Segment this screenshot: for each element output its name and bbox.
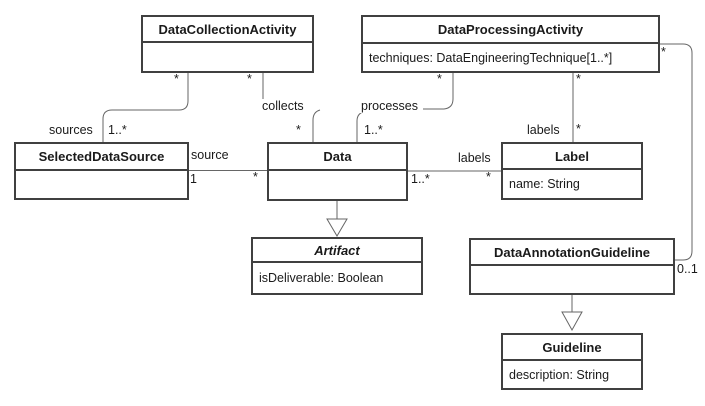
- multiplicity-collects-tgt: *: [296, 123, 301, 137]
- class-label[interactable]: Label name: String: [501, 142, 643, 200]
- edge-label-source: source: [189, 148, 231, 162]
- class-attributes-empty: [143, 43, 312, 71]
- class-attributes-empty: [269, 171, 406, 199]
- attribute-description: description: String: [509, 367, 610, 382]
- class-title: Label: [503, 144, 641, 170]
- multiplicity-labels-vertical-src: *: [576, 72, 581, 86]
- multiplicity-collects-src: *: [247, 72, 252, 86]
- edge-label-labels-vertical: labels: [525, 123, 562, 137]
- connector-lines: [102, 43, 693, 312]
- multiplicity-labels-data: 1..*: [411, 172, 430, 186]
- generalization-triangle-guideline: [561, 311, 583, 332]
- multiplicity-source-data: *: [253, 170, 258, 184]
- class-attributes-empty: [471, 266, 673, 293]
- multiplicity-labels-vertical-tgt: *: [576, 122, 581, 136]
- edge-sources: [102, 73, 189, 142]
- class-guideline[interactable]: Guideline description: String: [501, 333, 643, 390]
- class-title: Data: [269, 144, 406, 171]
- attribute-name: name: String: [509, 177, 580, 191]
- class-title: DataProcessingActivity: [363, 17, 658, 44]
- edge-label-sources: sources: [47, 123, 95, 137]
- class-title: DataCollectionActivity: [143, 17, 312, 43]
- class-selected-data-source[interactable]: SelectedDataSource: [14, 142, 189, 200]
- class-attributes: isDeliverable: Boolean: [253, 263, 421, 293]
- attribute-is-deliverable: isDeliverable: Boolean: [259, 271, 384, 285]
- class-title: DataAnnotationGuideline: [471, 240, 673, 266]
- edge-label-labels-horizontal: labels: [456, 151, 493, 165]
- multiplicity-sources-src: *: [174, 72, 179, 86]
- class-attributes-empty: [16, 171, 187, 198]
- edge-label-processes: processes: [359, 99, 420, 113]
- generalization-triangle-artifact: [326, 218, 348, 237]
- class-artifact[interactable]: Artifact isDeliverable: Boolean: [251, 237, 423, 295]
- multiplicity-dpa-dag-tgt: 0..1: [677, 262, 698, 276]
- class-title: Guideline: [503, 335, 641, 361]
- class-data-collection-activity[interactable]: DataCollectionActivity: [141, 15, 314, 73]
- generalization-arrows: [326, 218, 583, 332]
- class-attributes: description: String: [503, 361, 641, 388]
- edge-dpa-annotation-guideline: [660, 43, 693, 261]
- multiplicity-sources-tgt: 1..*: [108, 123, 127, 137]
- class-data-annotation-guideline[interactable]: DataAnnotationGuideline: [469, 238, 675, 295]
- multiplicity-processes-src: *: [437, 72, 442, 86]
- class-title: Artifact: [253, 239, 421, 263]
- multiplicity-labels-label: *: [486, 170, 491, 184]
- multiplicity-dpa-dag-src: *: [661, 45, 666, 59]
- attribute-techniques: techniques: DataEngineeringTechnique[1..…: [369, 50, 613, 65]
- class-attributes: techniques: DataEngineeringTechnique[1..…: [363, 44, 658, 71]
- class-data-processing-activity[interactable]: DataProcessingActivity techniques: DataE…: [361, 15, 660, 73]
- class-attributes: name: String: [503, 170, 641, 198]
- edge-label-collects: collects: [260, 99, 306, 113]
- multiplicity-processes-tgt: 1..*: [364, 123, 383, 137]
- class-title: SelectedDataSource: [16, 144, 187, 171]
- class-data[interactable]: Data: [267, 142, 408, 201]
- multiplicity-source-sds: 1: [190, 172, 197, 186]
